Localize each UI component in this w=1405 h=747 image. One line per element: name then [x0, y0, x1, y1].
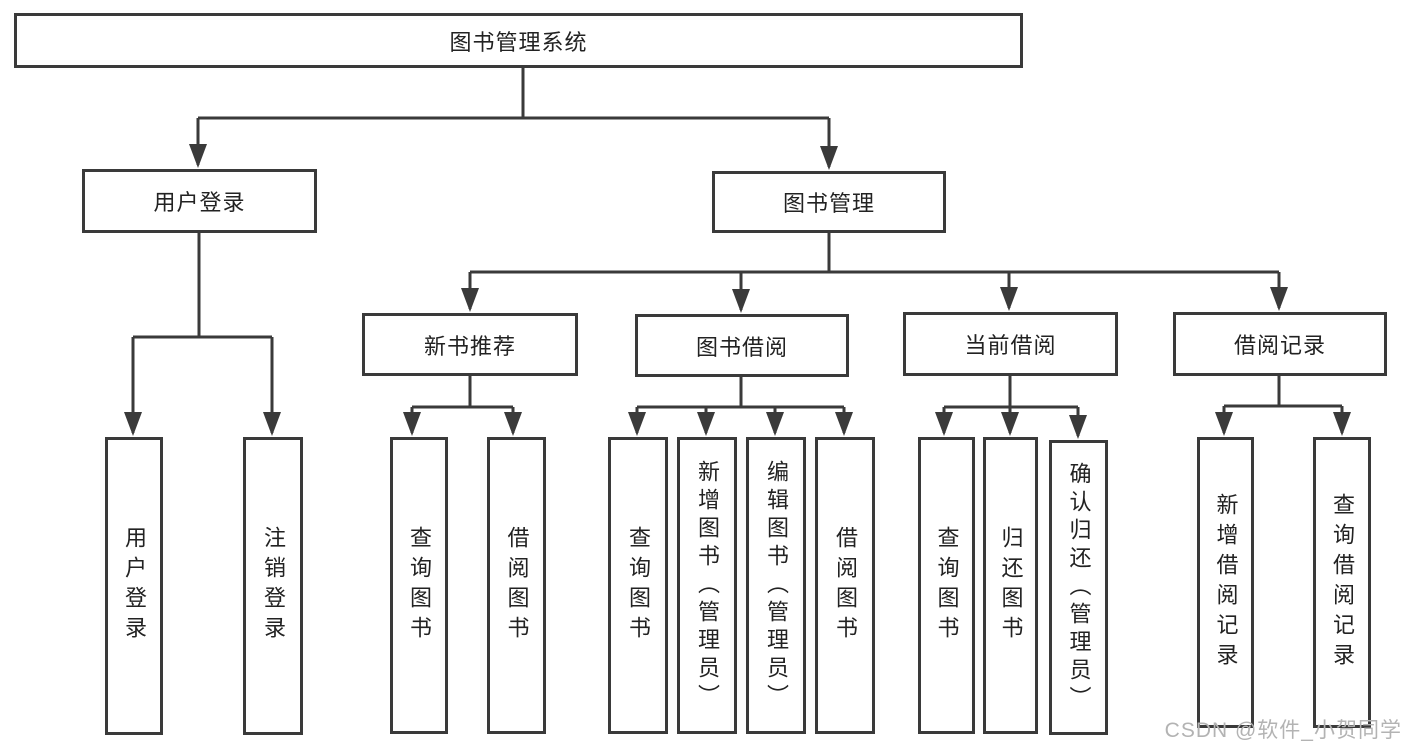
leaf-cb-confirm-label: 确认归还（管理员）	[1066, 461, 1092, 714]
leaf-bb-edit-label: 编辑图书（管理员）	[764, 459, 789, 712]
leaf-br-add: 新增借阅记录	[1197, 437, 1254, 728]
node-new-book-rec: 新书推荐	[362, 313, 578, 376]
leaf-bb-add-label: 新增图书（管理员）	[695, 459, 720, 712]
leaf-user-login: 用户登录	[105, 437, 163, 735]
leaf-cb-confirm: 确认归还（管理员）	[1049, 440, 1108, 735]
node-current-borrow: 当前借阅	[903, 312, 1118, 376]
leaf-logout-label: 注销登录	[261, 526, 286, 646]
leaf-nb-borrow: 借阅图书	[487, 437, 546, 734]
node-root-label: 图书管理系统	[449, 29, 588, 55]
leaf-bb-edit: 编辑图书（管理员）	[746, 437, 806, 734]
node-current-borrow-label: 当前借阅	[964, 333, 1057, 358]
connector-segments	[124, 68, 1351, 439]
leaf-user-login-label: 用户登录	[122, 526, 147, 646]
csdn-watermark: CSDN @软件_小贺同学	[1164, 719, 1402, 742]
leaf-nb-query: 查询图书	[390, 437, 448, 734]
leaf-cb-return-label: 归还图书	[998, 525, 1024, 646]
node-root: 图书管理系统	[14, 13, 1023, 68]
leaf-logout: 注销登录	[243, 437, 303, 735]
node-borrow-record: 借阅记录	[1173, 312, 1387, 376]
leaf-nb-borrow-label: 借阅图书	[504, 525, 530, 646]
node-book-borrow: 图书借阅	[635, 314, 849, 377]
node-borrow-record-label: 借阅记录	[1233, 333, 1326, 358]
node-user-login: 用户登录	[82, 169, 317, 233]
leaf-br-add-label: 新增借阅记录	[1213, 492, 1239, 673]
leaf-bb-query: 查询图书	[608, 437, 668, 734]
node-book-borrow-label: 图书借阅	[695, 334, 788, 360]
leaf-cb-query: 查询图书	[918, 437, 975, 734]
leaf-bb-query-label: 查询图书	[626, 525, 651, 646]
leaf-bb-borrow: 借阅图书	[815, 437, 875, 734]
node-user-login-label: 用户登录	[153, 190, 246, 215]
leaf-br-query-label: 查询借阅记录	[1330, 492, 1355, 673]
leaf-nb-query-label: 查询图书	[407, 525, 432, 646]
leaf-cb-return: 归还图书	[983, 437, 1038, 734]
leaf-cb-query-label: 查询图书	[934, 525, 960, 646]
node-book-mgmt: 图书管理	[712, 171, 946, 233]
leaf-bb-add: 新增图书（管理员）	[677, 437, 737, 734]
leaf-br-query: 查询借阅记录	[1313, 437, 1371, 728]
leaf-bb-borrow-label: 借阅图书	[833, 525, 858, 646]
node-new-book-rec-label: 新书推荐	[423, 333, 516, 359]
node-book-mgmt-label: 图书管理	[782, 191, 875, 216]
